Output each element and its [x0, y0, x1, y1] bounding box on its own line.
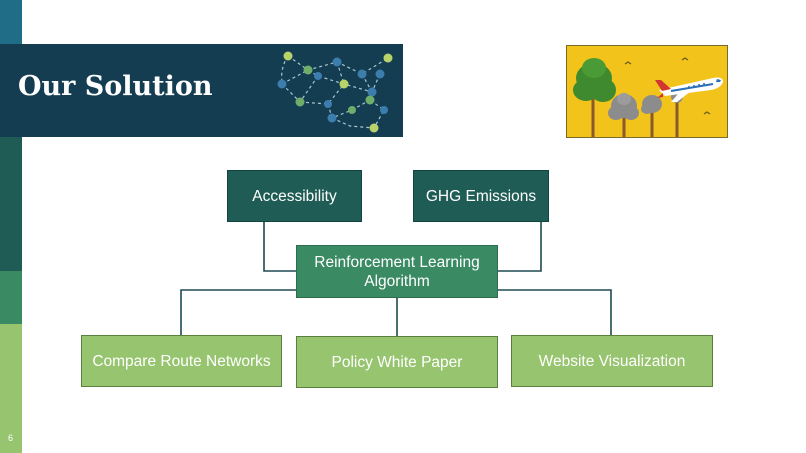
node-accessibility: Accessibility	[227, 170, 362, 222]
connector-algorithm-to-compare	[180, 289, 296, 335]
node-reinforcement-learning-algorithm: Reinforcement Learning Algorithm	[296, 245, 498, 298]
node-website-visualization-label: Website Visualization	[538, 352, 686, 370]
node-website-visualization: Website Visualization	[511, 335, 713, 387]
node-reinforcement-learning-algorithm-label: Reinforcement Learning Algorithm	[314, 253, 480, 290]
slide-title: Our Solution	[18, 71, 213, 102]
airplane-over-trees-illustration	[566, 45, 728, 138]
page-number: 6	[8, 433, 14, 443]
node-compare-route-networks: Compare Route Networks	[81, 335, 282, 387]
airplane-over-trees-icon	[567, 46, 727, 137]
connector-emissions-to-algorithm	[498, 222, 542, 272]
side-strip-dark-green	[0, 137, 22, 271]
connector-accessibility-to-algorithm	[263, 222, 296, 272]
network-map-icon	[277, 51, 393, 133]
side-strip-green	[0, 271, 22, 324]
title-banner: Our Solution	[0, 44, 403, 137]
node-compare-route-networks-label: Compare Route Networks	[92, 352, 271, 370]
node-accessibility-label: Accessibility	[252, 187, 337, 205]
side-strip-teal	[0, 0, 22, 44]
node-ghg-emissions-label: GHG Emissions	[425, 187, 537, 205]
connector-algorithm-to-website	[498, 289, 612, 335]
node-policy-white-paper-label: Policy White Paper	[331, 353, 463, 371]
node-ghg-emissions: GHG Emissions	[413, 170, 549, 222]
side-strip-light-green	[0, 324, 22, 453]
node-policy-white-paper: Policy White Paper	[296, 336, 498, 388]
